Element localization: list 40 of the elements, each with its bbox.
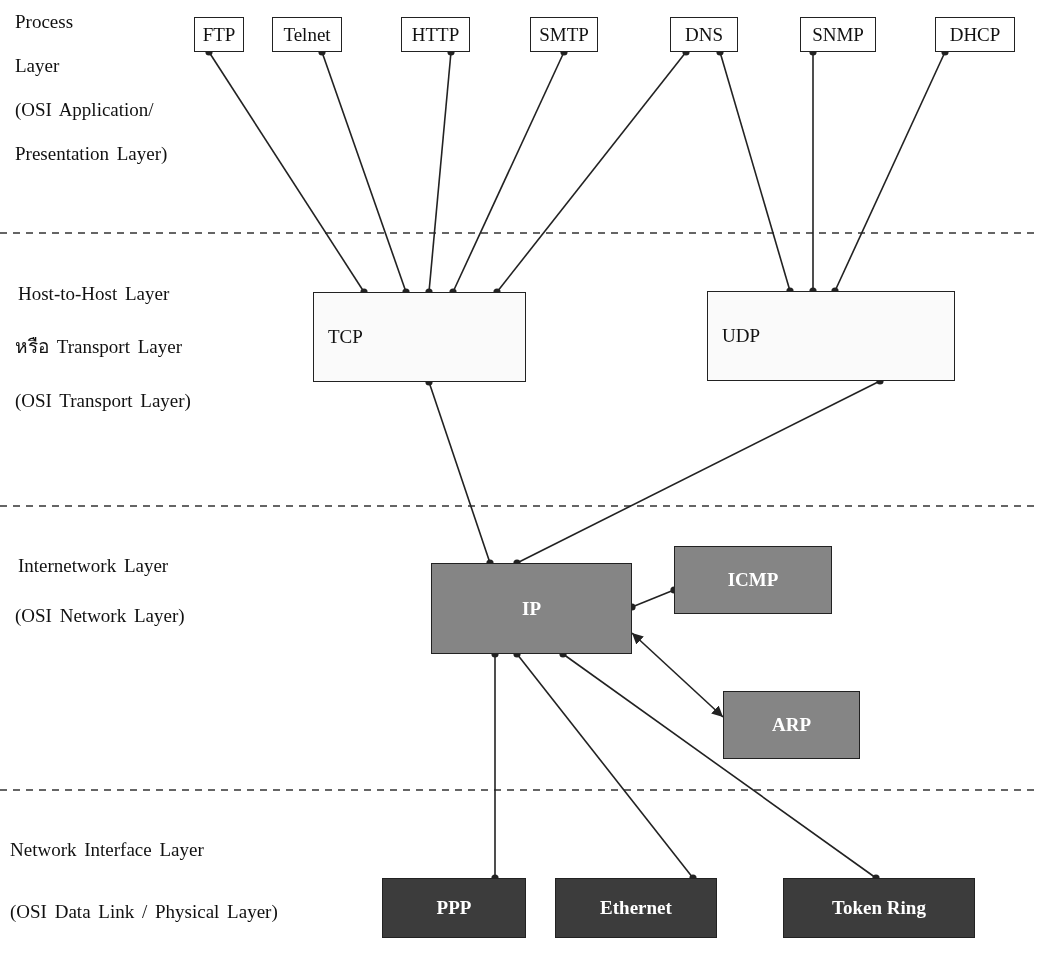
- protocol-name: FTP: [202, 23, 236, 46]
- protocol-box: [674, 546, 832, 614]
- protocol-box: [800, 17, 876, 52]
- layer-label: หรือ Transport Layer: [15, 335, 183, 359]
- layer-label: (OSI Transport Layer): [15, 389, 192, 413]
- interface-box: [555, 878, 717, 938]
- protocol-name: PPP: [436, 897, 472, 919]
- protocol-name: TCP: [328, 326, 363, 348]
- protocol-name: Ethernet: [600, 897, 672, 919]
- protocol-name: ICMP: [727, 569, 779, 591]
- protocol-box: [670, 17, 738, 52]
- protocol-name: ARP: [771, 714, 812, 736]
- protocol-box: [935, 17, 1015, 52]
- double-arrow: [631, 632, 724, 718]
- protocol-box: [272, 17, 342, 52]
- interface-box: [783, 878, 975, 938]
- layer-label: Internetwork Layer: [18, 554, 170, 578]
- layer-label: Network Interface Layer: [10, 838, 205, 862]
- protocol-box: [530, 17, 598, 52]
- layer-label: (OSI Network Layer): [15, 604, 186, 628]
- layer-label: Process Layer: [15, 10, 75, 78]
- protocol-box: [401, 17, 470, 52]
- protocol-name: IP: [522, 597, 541, 620]
- layer-label: (OSI Application/ Presentation Layer): [15, 98, 169, 166]
- layer-label: (OSI Data Link / Physical Layer): [10, 900, 279, 924]
- protocol-name: DNS: [685, 23, 723, 46]
- interface-box: [382, 878, 526, 938]
- transport-box: [313, 292, 526, 382]
- protocol-box: [194, 17, 244, 52]
- protocol-box: [431, 563, 632, 654]
- protocol-name: Telnet: [283, 23, 331, 46]
- protocol-name: DHCP: [949, 23, 1001, 46]
- protocol-box: [723, 691, 860, 759]
- protocol-name: SNMP: [812, 23, 864, 46]
- transport-box: [707, 291, 955, 381]
- protocol-name: Token Ring: [832, 897, 926, 919]
- protocol-name: SMTP: [539, 23, 589, 46]
- protocol-name: HTTP: [411, 23, 460, 46]
- protocol-name: UDP: [722, 325, 760, 347]
- layer-label: Host-to-Host Layer: [18, 282, 171, 306]
